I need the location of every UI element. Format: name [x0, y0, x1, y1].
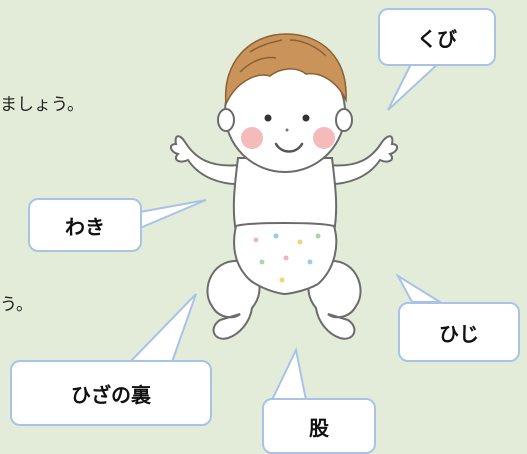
baby-hair [224, 33, 347, 107]
right-arm [324, 135, 398, 186]
label-armpit: わき [28, 198, 142, 252]
label-crotch: 股 [262, 398, 376, 454]
label-armpit-text: わき [65, 214, 105, 239]
mouth [274, 142, 304, 153]
left-arm [170, 135, 244, 186]
instruction-text-line-1: ましょう。 [0, 95, 84, 115]
left-eye [264, 114, 272, 122]
armpit-callout-tail [139, 199, 207, 230]
label-neck: くび [378, 8, 496, 66]
right-cheek [313, 127, 335, 149]
label-neck-text: くび [417, 26, 457, 51]
crotch-callout-tail [270, 346, 308, 401]
right-eye [302, 114, 310, 122]
label-back-of-knee-text: ひざの裏 [71, 382, 151, 407]
left-leg [206, 259, 261, 340]
instruction-text-line-2: う。 [0, 295, 33, 315]
neck-callout-tail [387, 61, 443, 111]
left-cheek [241, 127, 263, 149]
label-back-of-knee: ひざの裏 [10, 360, 212, 426]
back-of-knee-callout-tail [127, 293, 197, 363]
label-elbow: ひじ [398, 302, 520, 362]
label-elbow-text: ひじ [439, 321, 479, 346]
nose [285, 128, 289, 132]
left-ear [217, 108, 235, 132]
elbow-callout-tail [395, 273, 444, 303]
right-ear [335, 108, 353, 132]
label-crotch-text: 股 [309, 415, 329, 440]
